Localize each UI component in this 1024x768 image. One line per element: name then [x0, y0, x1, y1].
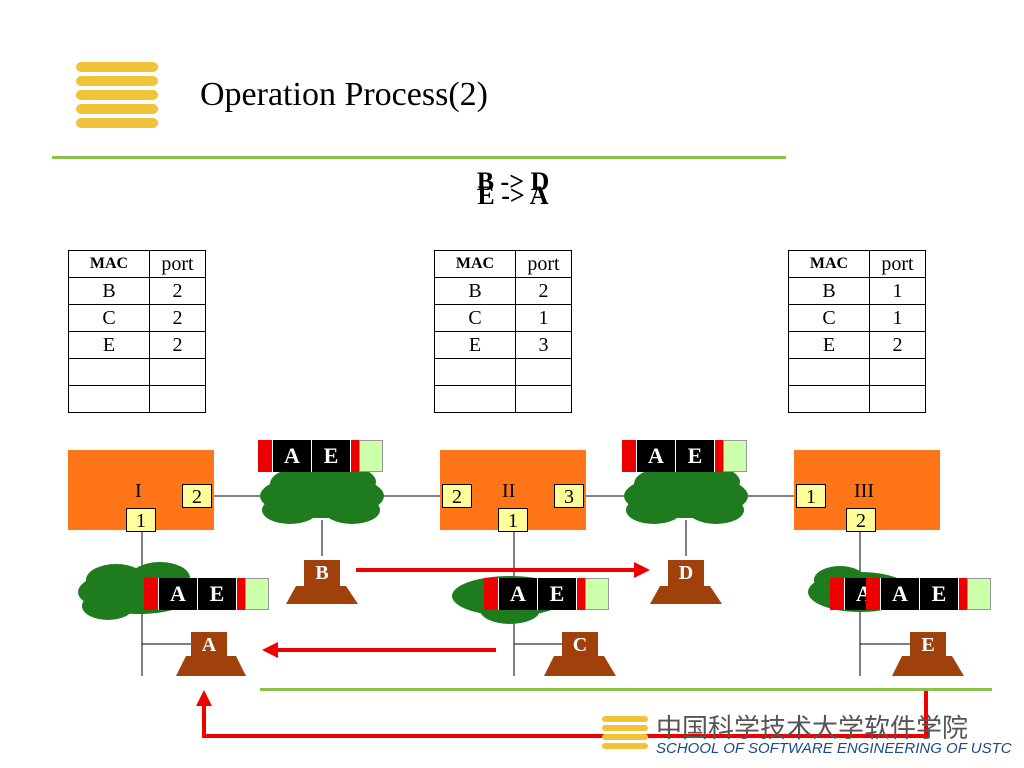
frame-label-2: E -> A: [477, 181, 549, 210]
table-cell: 1: [869, 277, 926, 305]
mac-header: MAC: [434, 250, 516, 278]
table-cell: B: [68, 277, 150, 305]
table-cell: 2: [869, 331, 926, 359]
host-a-base: [176, 656, 246, 676]
host-b-base: [286, 586, 358, 604]
table-cell: [149, 358, 206, 386]
table-cell: B: [788, 277, 870, 305]
table-cell: 1: [869, 304, 926, 332]
port-header: port: [149, 250, 206, 278]
school-name-cn: 中国科学技术大学软件学院: [656, 714, 969, 744]
switch-label: II: [502, 480, 516, 502]
table-cell: 1: [515, 304, 572, 332]
footer-logo-icon: [602, 716, 648, 749]
packet-field: A: [158, 578, 197, 610]
title-divider: [52, 156, 786, 159]
packet-field: E: [537, 578, 576, 610]
table-cell: E: [434, 331, 516, 359]
table-cell: [869, 358, 926, 386]
port-badge: 2: [442, 484, 472, 508]
mac-header: MAC: [788, 250, 870, 278]
port-badge: 1: [796, 484, 826, 508]
host-c-base: [544, 656, 616, 676]
port-badge: 2: [182, 484, 212, 508]
host-e-base: [892, 656, 964, 676]
table-cell: [788, 385, 870, 413]
host-d: D: [668, 560, 704, 586]
port-badge: 1: [498, 508, 528, 532]
table-cell: C: [434, 304, 516, 332]
table-cell: [68, 385, 150, 413]
table-cell: C: [68, 304, 150, 332]
table-cell: [869, 385, 926, 413]
table-cell: 2: [149, 277, 206, 305]
switch-label: III: [854, 480, 874, 502]
port-badge: 3: [554, 484, 584, 508]
table-cell: C: [788, 304, 870, 332]
packet-field: E: [311, 440, 350, 472]
table-cell: E: [68, 331, 150, 359]
switch-label: I: [135, 480, 142, 502]
port-badge: 1: [126, 508, 156, 532]
table-cell: [68, 358, 150, 386]
table-cell: [434, 385, 516, 413]
table-cell: B: [434, 277, 516, 305]
host-c: C: [562, 632, 598, 658]
table-cell: 2: [149, 331, 206, 359]
logo-icon: [76, 62, 158, 128]
host-a: A: [191, 632, 227, 658]
packet-field: A: [880, 578, 919, 610]
packet-field: A: [498, 578, 537, 610]
table-cell: [434, 358, 516, 386]
host-e: E: [910, 632, 946, 658]
cloud-icon-top-left: [260, 466, 384, 524]
frame-label-1: B -> D: [476, 167, 550, 196]
packet-field: E: [919, 578, 958, 610]
frame-header: B -> D E -> A: [458, 167, 568, 210]
table-cell: 2: [149, 304, 206, 332]
table-cell: 2: [515, 277, 572, 305]
cloud-icon-top-right: [624, 466, 748, 524]
packet-field: A: [272, 440, 311, 472]
packet-field: A: [636, 440, 675, 472]
table-cell: [515, 385, 572, 413]
table-cell: 3: [515, 331, 572, 359]
packet-field: E: [675, 440, 714, 472]
host-d-base: [650, 586, 722, 604]
table-cell: [149, 385, 206, 413]
mac-header: MAC: [68, 250, 150, 278]
page-title: Operation Process(2): [200, 76, 488, 113]
table-cell: [515, 358, 572, 386]
port-badge: 2: [846, 508, 876, 532]
port-header: port: [515, 250, 572, 278]
packet-field: E: [197, 578, 236, 610]
table-cell: E: [788, 331, 870, 359]
host-b: B: [304, 560, 340, 586]
table-cell: [788, 358, 870, 386]
school-name-en: SCHOOL OF SOFTWARE ENGINEERING OF USTC: [656, 740, 1012, 757]
arrows: [196, 562, 928, 738]
port-header: port: [869, 250, 926, 278]
